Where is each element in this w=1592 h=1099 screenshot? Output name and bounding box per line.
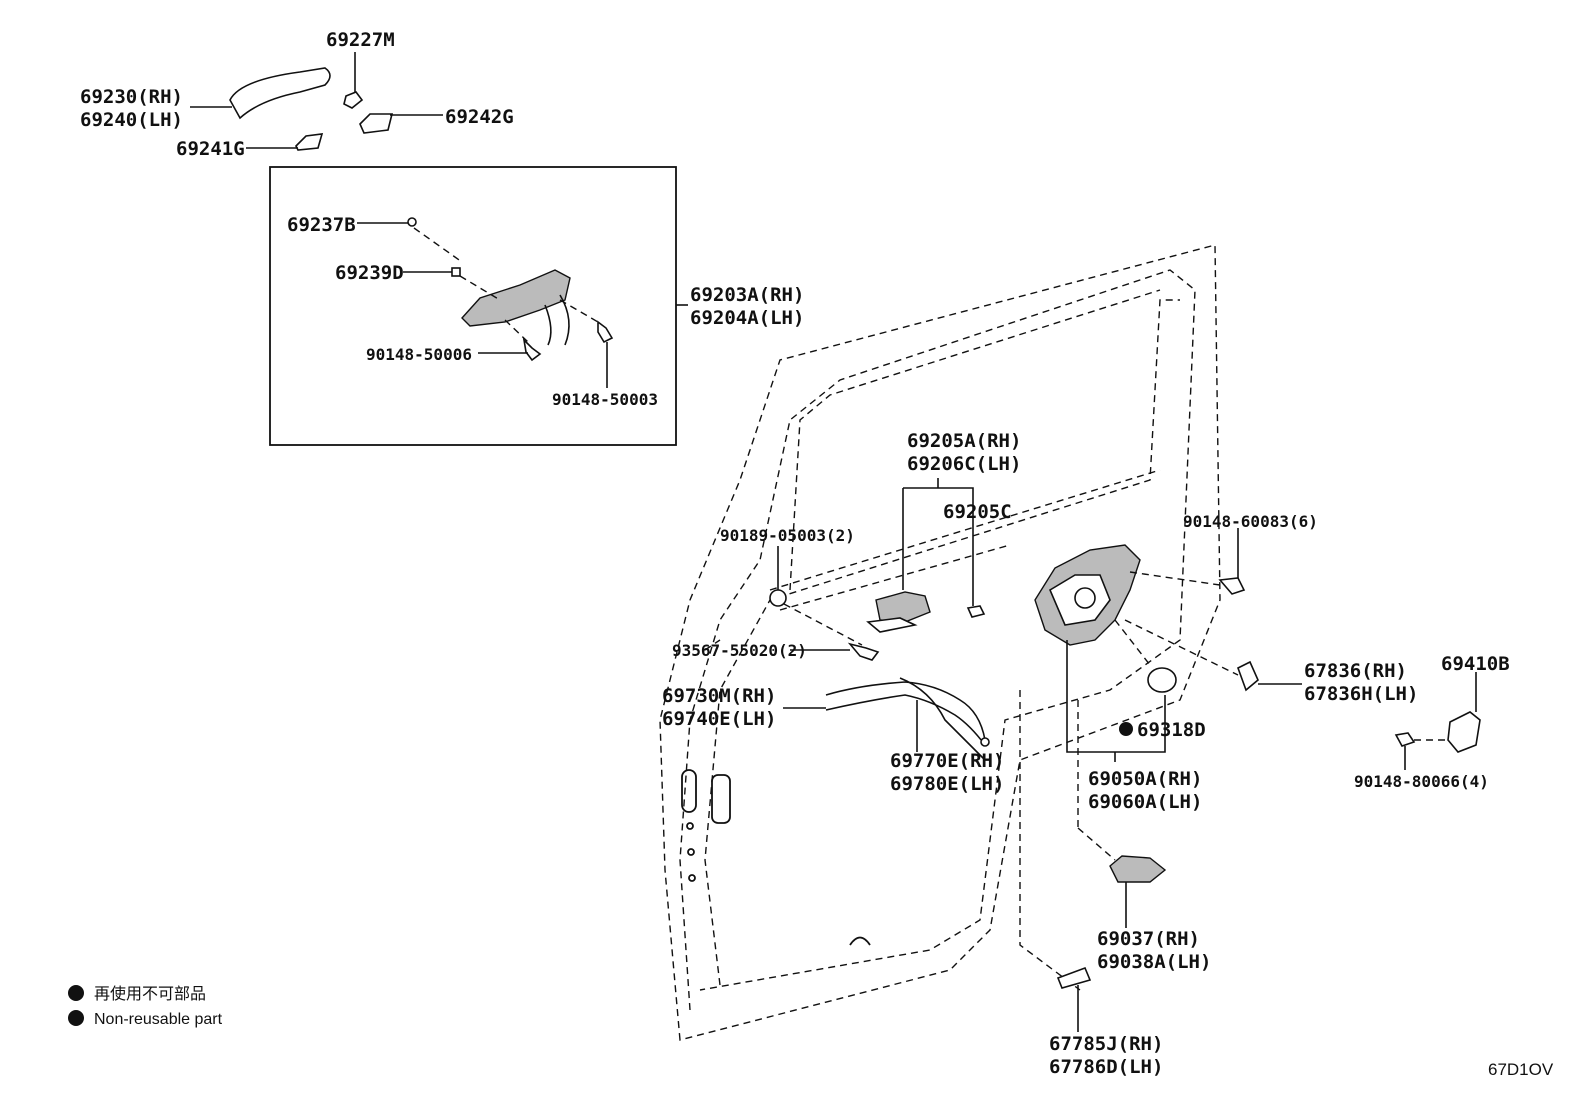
label-90148-80066: 90148-80066(4)	[1354, 772, 1489, 791]
label-93567-55020: 93567-55020(2)	[672, 641, 807, 660]
cap-69205C	[966, 605, 986, 618]
legend-dot-japanese	[68, 985, 84, 1001]
label-67836H-lh: 67836H(LH)	[1304, 683, 1418, 705]
handle-gasket	[295, 133, 324, 151]
label-69240-lh: 69240(LH)	[80, 109, 183, 131]
label-69050A-rh: 69050A(RH)	[1088, 768, 1202, 790]
label-69239D: 69239D	[335, 262, 404, 284]
outside-handle	[229, 67, 331, 120]
clip-90189	[769, 589, 787, 607]
label-69206C-lh: 69206C(LH)	[907, 453, 1021, 475]
grommet	[407, 217, 417, 227]
door-panel	[659, 244, 1221, 1041]
legend-japanese: 再使用不可部品	[94, 985, 206, 1003]
label-69241G: 69241G	[176, 138, 245, 160]
pad	[451, 267, 461, 277]
handle-frame-box	[269, 166, 677, 446]
legend-dot-english	[68, 1010, 84, 1026]
legend: 再使用不可部品 Non-reusable part	[68, 985, 223, 1028]
seal-67836	[1237, 660, 1259, 692]
grommet-69318D	[1147, 667, 1177, 693]
label-69410B: 69410B	[1441, 653, 1510, 675]
door-lock-assembly	[1034, 544, 1141, 646]
striker-69410B	[1447, 711, 1481, 753]
inside-handle	[866, 591, 986, 633]
label-69237B: 69237B	[287, 214, 356, 236]
cover-67785J	[1056, 966, 1092, 989]
label-69227M: 69227M	[326, 29, 395, 51]
label-69780E-lh: 69780E(LH)	[890, 773, 1004, 795]
label-69203A-rh: 69203A(RH)	[690, 284, 804, 306]
non-reusable-marker	[1119, 722, 1133, 736]
label-67785J-rh: 67785J(RH)	[1049, 1033, 1163, 1055]
label-90189-05003: 90189-05003(2)	[720, 526, 855, 545]
label-69038A-lh: 69038A(LH)	[1097, 951, 1211, 973]
label-69730M-rh: 69730M(RH)	[662, 685, 776, 707]
label-69205C: 69205C	[943, 501, 1012, 523]
label-69230-rh: 69230(RH)	[80, 86, 183, 108]
screw-93567	[847, 642, 880, 661]
label-67786D-lh: 67786D(LH)	[1049, 1056, 1163, 1078]
label-69060A-lh: 69060A(LH)	[1088, 791, 1202, 813]
label-90148-50003: 90148-50003	[552, 390, 658, 409]
diagram-code: 67D1OV	[1488, 1060, 1554, 1079]
bolt-90148-80066	[1394, 732, 1416, 747]
label-90148-50006: 90148-50006	[366, 345, 472, 364]
handle-pad	[359, 113, 394, 134]
label-69205A-rh: 69205A(RH)	[907, 430, 1021, 452]
screw-90148-60083	[1218, 577, 1246, 595]
label-69204A-lh: 69204A(LH)	[690, 307, 804, 329]
bolt-50003	[597, 320, 614, 344]
handle-frame-assembly	[407, 217, 614, 362]
label-69242G: 69242G	[445, 106, 514, 128]
label-69770E-rh: 69770E(RH)	[890, 750, 1004, 772]
label-69740E-lh: 69740E(LH)	[662, 708, 776, 730]
label-67836-rh: 67836(RH)	[1304, 660, 1407, 682]
door-cables	[825, 677, 990, 761]
lock-cover-69037	[1109, 855, 1167, 883]
handle-cover	[343, 91, 364, 109]
legend-english: Non-reusable part	[94, 1011, 223, 1028]
label-90148-60083: 90148-60083(6)	[1183, 512, 1318, 531]
bolt-50006	[522, 337, 542, 362]
outside-handle-group	[229, 67, 394, 151]
label-69037-rh: 69037(RH)	[1097, 928, 1200, 950]
label-69318D: 69318D	[1137, 719, 1206, 741]
